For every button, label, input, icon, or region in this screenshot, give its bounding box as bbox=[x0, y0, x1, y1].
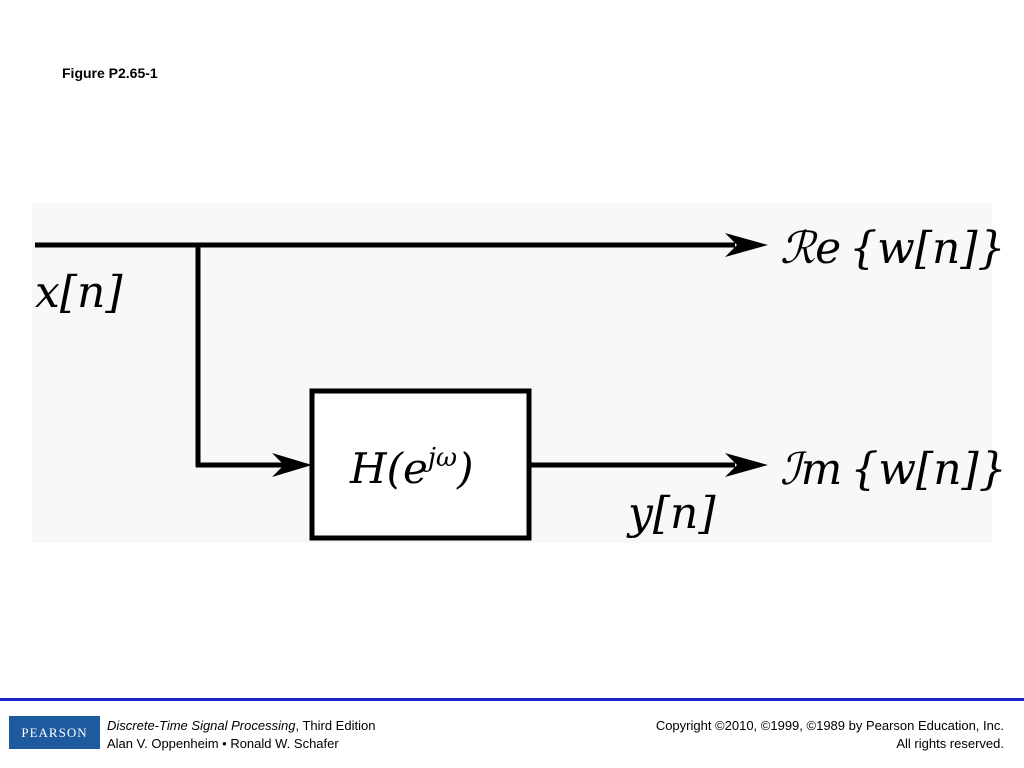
system-block bbox=[309, 388, 532, 541]
output-imag-label: ℐm{w[n]} bbox=[780, 444, 1007, 495]
book-authors: Alan V. Oppenheim • Ronald W. Schafer bbox=[107, 736, 339, 751]
block-label-close: ) bbox=[456, 444, 473, 493]
rights-text: All rights reserved. bbox=[896, 736, 1004, 751]
top-arrow-head bbox=[725, 233, 768, 257]
output-imag-arg: {w[n]} bbox=[850, 444, 1006, 495]
output-real-arg: {w[n]} bbox=[849, 223, 1005, 274]
output-real-prefix: ℛe bbox=[780, 223, 841, 274]
block-label-main: H(e bbox=[349, 444, 428, 493]
input-label: x[n] bbox=[35, 267, 123, 318]
copyright-text: Copyright ©2010, ©1999, ©1989 by Pearson… bbox=[655, 718, 1004, 733]
pearson-logo: PEARSON bbox=[9, 716, 100, 749]
book-title-line: Discrete-Time Signal Processing, Third E… bbox=[107, 717, 375, 735]
footer-copyright: Copyright ©2010, ©1999, ©1989 by Pearson… bbox=[656, 717, 1004, 753]
footer-book-info: Discrete-Time Signal Processing, Third E… bbox=[107, 717, 375, 753]
output-imag-prefix: ℐm bbox=[780, 444, 842, 495]
book-title: Discrete-Time Signal Processing bbox=[107, 718, 296, 733]
bottom-arrow-head bbox=[725, 453, 768, 477]
footer-rule bbox=[0, 698, 1024, 701]
figure-title: Figure P2.65-1 bbox=[62, 65, 158, 81]
intermediate-label: y[n] bbox=[626, 488, 716, 539]
output-real-label: ℛe{w[n]} bbox=[780, 223, 1005, 274]
block-label: H(ejω) bbox=[349, 443, 474, 493]
book-edition: , Third Edition bbox=[295, 718, 376, 733]
block-input-arrow-head bbox=[272, 453, 312, 477]
block-label-sup: jω bbox=[423, 443, 457, 473]
